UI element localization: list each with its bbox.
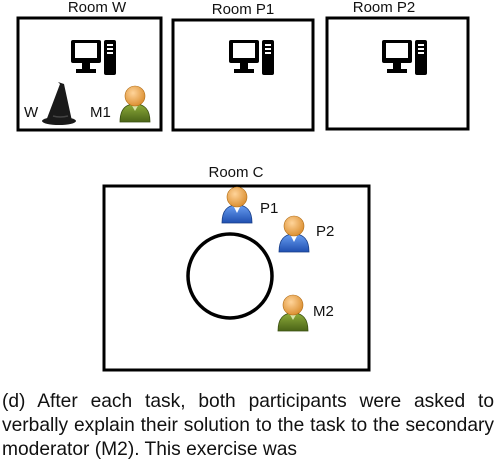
p1-label: P1: [260, 200, 278, 217]
room-p2: Room P2: [325, 0, 470, 131]
m1-label: M1: [90, 104, 111, 121]
room-w-label: Room W: [68, 0, 127, 16]
m2-label: M2: [313, 303, 334, 320]
round-table-icon: [186, 232, 274, 320]
room-w-box: [16, 16, 163, 132]
room-w: Room W W M1: [16, 0, 163, 132]
room-p1-box: [171, 18, 315, 132]
desktop-computer-icon: [71, 40, 116, 75]
room-c-label: Room C: [208, 164, 263, 181]
room-p2-box: [325, 16, 470, 131]
m1-person-icon: [119, 85, 151, 123]
room-c: Room C P1 P2 M2: [102, 164, 371, 372]
figure-caption: (d) After each task, both participants w…: [2, 391, 494, 460]
p2-person-icon: [278, 215, 310, 253]
desktop-computer-icon: [382, 40, 427, 75]
wizard-hat-icon: [42, 82, 76, 125]
room-p1: Room P1: [171, 1, 315, 132]
room-p1-label: Room P1: [212, 1, 275, 18]
room-c-box: [102, 184, 371, 372]
p2-label: P2: [316, 223, 334, 240]
wizard-label: W: [24, 104, 39, 121]
p1-person-icon: [221, 186, 253, 224]
m2-person-icon: [277, 294, 309, 332]
desktop-computer-icon: [229, 40, 274, 75]
room-p2-label: Room P2: [353, 0, 416, 16]
